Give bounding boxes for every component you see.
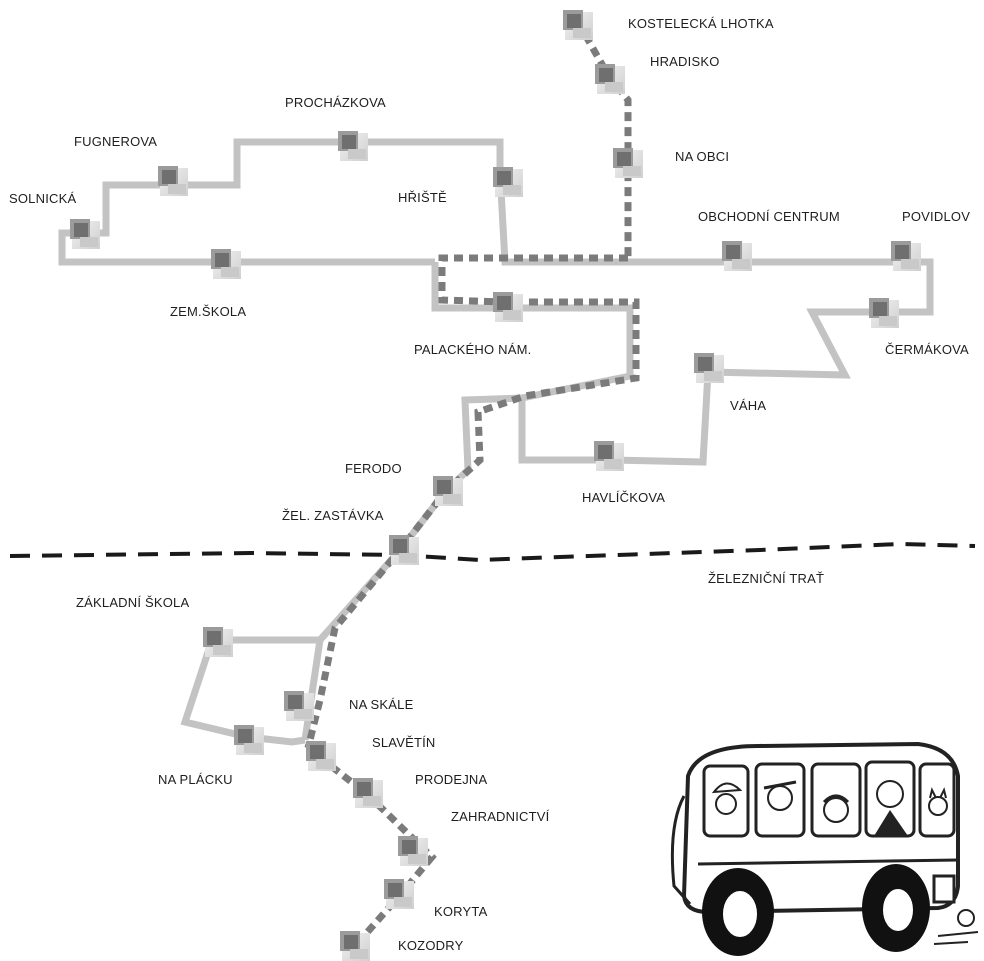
- stop-label-hriste: HŘIŠTĚ: [398, 190, 447, 205]
- stop-label-solnicka: SOLNICKÁ: [9, 191, 77, 206]
- stop-havlickova-icon[interactable]: [594, 441, 624, 471]
- route-east-loop: [301, 308, 884, 741]
- stop-label-havlickova: HAVLÍČKOVA: [582, 490, 666, 505]
- stop-palackeho-nam-icon[interactable]: [493, 292, 523, 322]
- route-dotted-north: [574, 20, 632, 262]
- stop-label-hradisko: HRADISKO: [650, 54, 720, 69]
- stop-povidlov-icon[interactable]: [891, 241, 921, 271]
- stop-label-prodejna: PRODEJNA: [415, 772, 488, 787]
- stop-label-zel-zastavka: ŽEL. ZASTÁVKA: [282, 508, 384, 523]
- stop-slavetin-icon[interactable]: [306, 741, 336, 771]
- stop-label-povidlov: POVIDLOV: [902, 209, 971, 224]
- stop-label-slavetin: SLAVĚTÍN: [372, 735, 436, 750]
- stop-label-kozodry: KOZODRY: [398, 938, 464, 953]
- stop-vaha-icon[interactable]: [694, 353, 724, 383]
- stop-label-na-placku: NA PLÁCKU: [158, 772, 233, 787]
- stop-label-zahradnictvi: ZAHRADNICTVÍ: [451, 809, 550, 824]
- stop-label-na-obci: NA OBCI: [675, 149, 730, 164]
- stop-label-ferodo: FERODO: [345, 461, 402, 476]
- stop-cermakova-icon[interactable]: [869, 298, 899, 328]
- stop-label-na-skale: NA SKÁLE: [349, 697, 414, 712]
- stop-hriste-icon[interactable]: [493, 167, 523, 197]
- stop-fugnerova-icon[interactable]: [158, 166, 188, 196]
- stop-label-kostelecka-lhotka: KOSTELECKÁ LHOTKA: [628, 16, 774, 31]
- stop-prodejna-icon[interactable]: [353, 778, 383, 808]
- route-dotted-centre: [304, 254, 640, 749]
- stop-kostelecka-lhotka-icon[interactable]: [563, 10, 593, 40]
- stop-label-fugnerova: FUGNEROVA: [74, 134, 158, 149]
- stop-kozodry-icon[interactable]: [340, 931, 370, 961]
- stop-ferodo-icon[interactable]: [433, 476, 463, 506]
- stop-na-skale-icon[interactable]: [284, 691, 314, 721]
- stop-obchodni-centrum-icon[interactable]: [722, 241, 752, 271]
- stop-hradisko-icon[interactable]: [595, 64, 625, 94]
- route-centre-link: [431, 262, 634, 402]
- stop-zel-zastavka-icon[interactable]: [389, 535, 419, 565]
- railway-line: [9, 541, 976, 563]
- stop-zakladni-skola-icon[interactable]: [203, 627, 233, 657]
- stop-label-railway: ŽELEZNIČNÍ TRAŤ: [708, 571, 825, 586]
- stop-na-obci-icon[interactable]: [613, 148, 643, 178]
- stop-label-obchodni-centrum: OBCHODNÍ CENTRUM: [698, 209, 840, 224]
- stop-label-prochazkova: PROCHÁZKOVA: [285, 95, 386, 110]
- stop-na-placku-icon[interactable]: [234, 725, 264, 755]
- stop-label-zem-skola: ZEM.ŠKOLA: [170, 304, 247, 319]
- stop-label-cermakova: ČERMÁKOVA: [885, 342, 969, 357]
- bus-illustration-icon: [670, 741, 979, 956]
- stop-label-vaha: VÁHA: [730, 398, 767, 413]
- stop-zahradnictvi-icon[interactable]: [398, 836, 428, 866]
- stop-solnicka-icon[interactable]: [70, 219, 100, 249]
- stop-label-zakladni-skola: ZÁKLADNÍ ŠKOLA: [76, 595, 190, 610]
- stop-prochazkova-icon[interactable]: [338, 131, 368, 161]
- stop-koryta-icon[interactable]: [384, 879, 414, 909]
- stop-label-palackeho-nam: PALACKÉHO NÁM.: [414, 342, 532, 357]
- stop-label-koryta: KORYTA: [434, 904, 488, 919]
- stop-zem-skola-icon[interactable]: [211, 249, 241, 279]
- route-dotted-south: [305, 745, 437, 949]
